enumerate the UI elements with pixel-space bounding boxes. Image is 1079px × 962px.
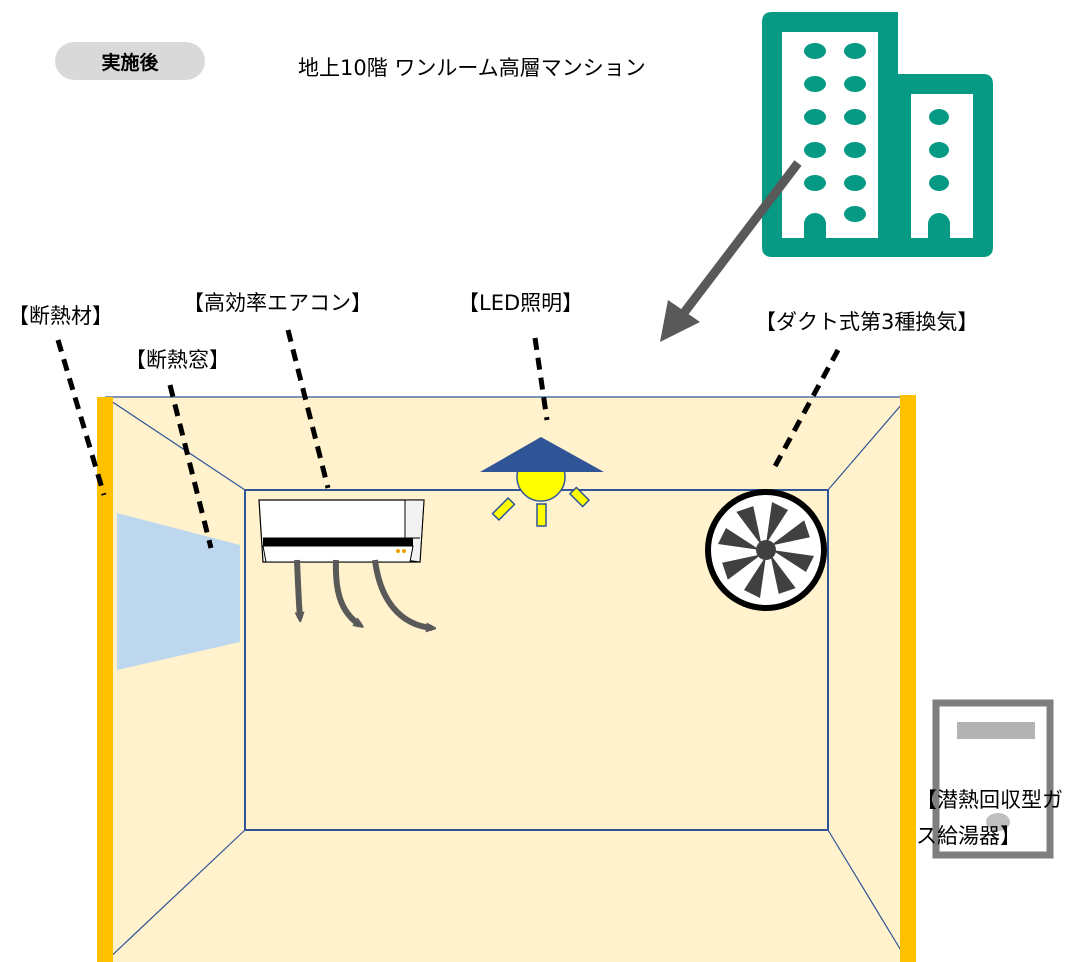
leader-window: [167, 384, 214, 549]
building-arrow: [660, 160, 802, 342]
lamp-shade: [480, 437, 604, 472]
label-insulation: 【断熱材】: [8, 304, 113, 328]
leader-insulation: [55, 339, 107, 496]
room: [104, 396, 910, 962]
label-led: 【LED照明】: [458, 291, 584, 315]
label-vent: 【ダクト式第3種換気】: [755, 310, 979, 334]
led-lamp-icon: [480, 437, 604, 527]
label-heater: 【潜熱回収型ガス給湯器】: [916, 788, 1063, 848]
air-conditioner-icon: [258, 499, 425, 563]
building-icon: [762, 12, 993, 257]
leader-aircon: [285, 329, 331, 489]
room-box: [105, 397, 910, 962]
water-heater-icon: [932, 699, 1054, 859]
insulation-right: [900, 395, 916, 962]
airflow-arrows: [294, 559, 432, 628]
leader-vent: [770, 348, 841, 472]
insulated-window: [117, 513, 240, 670]
insulation-left: [97, 397, 113, 962]
label-window: 【断熱窓】: [125, 348, 230, 372]
page-subtitle: 地上10階 ワンルーム高層マンション: [298, 56, 646, 80]
label-aircon: 【高効率エアコン】: [183, 291, 372, 315]
leader-lines: [55, 329, 841, 549]
leader-led: [532, 337, 550, 421]
ventilation-fan-icon: [705, 489, 827, 611]
status-badge: 実施後: [55, 42, 205, 80]
